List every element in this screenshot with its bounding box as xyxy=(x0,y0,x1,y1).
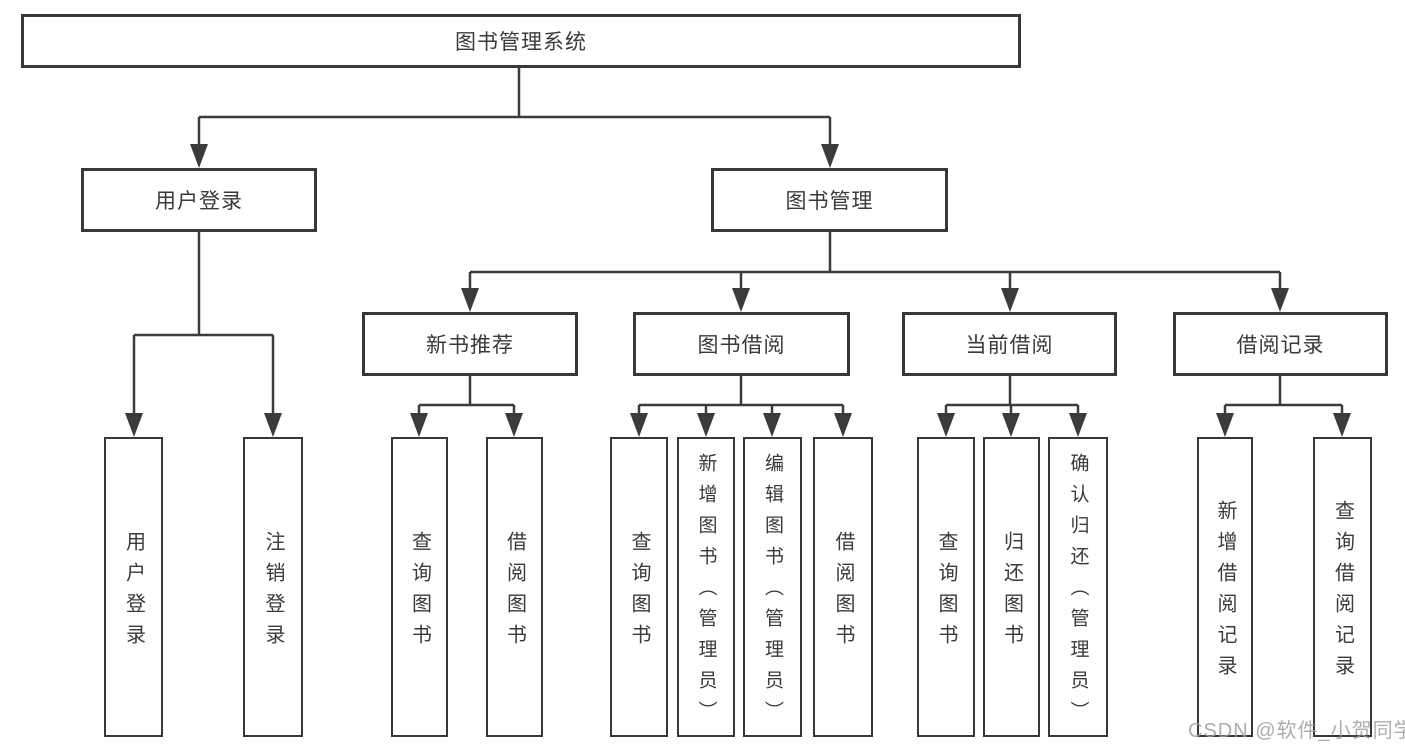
node-new-book-recommend: 新书推荐 xyxy=(362,312,578,376)
leaf-query-books-2: 查询图书 xyxy=(610,437,668,737)
leaf-label: 归还图书 xyxy=(1000,530,1023,655)
arrow-down-icon xyxy=(1069,413,1087,437)
leaf-label: 查询图书 xyxy=(935,530,957,655)
connector-current-to-children xyxy=(944,373,1080,415)
leaf-label: 借阅图书 xyxy=(832,530,854,655)
leaf-logout: 注销登录 xyxy=(243,437,303,737)
arrow-down-icon xyxy=(264,413,282,437)
connector-userlogin-to-children xyxy=(132,232,275,415)
arrow-down-icon xyxy=(937,413,955,437)
connector-root-to-level2 xyxy=(197,68,832,146)
node-root-system: 图书管理系统 xyxy=(21,14,1021,68)
node-book-management: 图书管理 xyxy=(711,168,948,232)
arrow-down-icon xyxy=(697,413,715,437)
csdn-watermark: CSDN @软件_小贺同学 xyxy=(1188,720,1405,742)
leaf-label: 新增图书（管理员） xyxy=(695,453,717,732)
arrow-down-icon xyxy=(630,413,648,437)
leaf-label: 确认归还（管理员） xyxy=(1067,453,1089,732)
node-user-login: 用户登录 xyxy=(81,168,317,232)
node-borrowing-records: 借阅记录 xyxy=(1173,312,1388,376)
arrow-down-icon xyxy=(125,413,143,437)
leaf-query-borrow-record: 查询借阅记录 xyxy=(1313,437,1372,737)
leaf-label: 查询图书 xyxy=(628,530,650,655)
leaf-query-books-1: 查询图书 xyxy=(391,437,448,737)
connector-bookmgmt-to-level3 xyxy=(468,232,1282,290)
leaf-label: 新增借阅记录 xyxy=(1214,499,1236,686)
leaf-label: 查询图书 xyxy=(408,530,431,655)
arrow-down-icon xyxy=(1333,413,1351,437)
arrow-down-icon xyxy=(834,413,852,437)
leaf-confirm-return-admin: 确认归还（管理员） xyxy=(1048,437,1108,737)
arrow-down-icon xyxy=(763,413,781,437)
arrow-down-icon xyxy=(821,144,839,168)
leaf-edit-book-admin: 编辑图书（管理员） xyxy=(743,437,802,737)
arrow-down-icon xyxy=(505,413,523,437)
leaf-user-login: 用户登录 xyxy=(104,437,163,737)
arrow-down-icon xyxy=(732,288,750,312)
arrow-down-icon xyxy=(410,413,428,437)
leaf-label: 借阅图书 xyxy=(503,530,526,655)
leaf-borrow-books-2: 借阅图书 xyxy=(813,437,873,737)
leaf-add-book-admin: 新增图书（管理员） xyxy=(677,437,735,737)
arrow-down-icon xyxy=(190,144,208,168)
arrow-down-icon xyxy=(1001,288,1019,312)
leaf-label: 编辑图书（管理员） xyxy=(762,453,783,732)
leaf-label: 用户登录 xyxy=(122,530,145,655)
leaf-query-books-3: 查询图书 xyxy=(917,437,975,737)
leaf-return-books: 归还图书 xyxy=(983,437,1040,737)
arrow-down-icon xyxy=(1002,413,1020,437)
connector-records-to-children xyxy=(1223,373,1344,415)
connector-borrowing-to-children xyxy=(637,373,845,415)
connector-newbooks-to-children xyxy=(417,373,516,415)
arrow-down-icon xyxy=(1216,413,1234,437)
node-book-borrowing: 图书借阅 xyxy=(633,312,850,376)
arrow-down-icon xyxy=(1271,288,1289,312)
node-current-borrowing: 当前借阅 xyxy=(902,312,1117,376)
leaf-label: 查询借阅记录 xyxy=(1331,499,1354,686)
arrow-down-icon xyxy=(461,288,479,312)
leaf-add-borrow-record: 新增借阅记录 xyxy=(1197,437,1253,737)
leaf-label: 注销登录 xyxy=(262,530,284,655)
leaf-borrow-books-1: 借阅图书 xyxy=(486,437,543,737)
